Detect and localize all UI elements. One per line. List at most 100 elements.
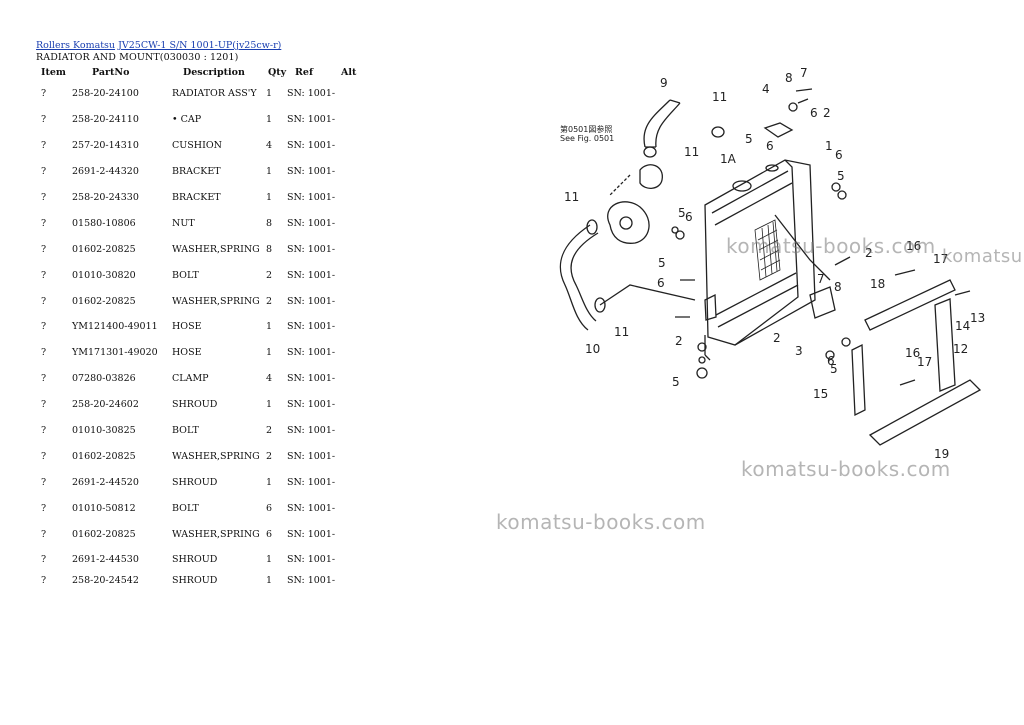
partno-cell: 257-20-14310	[72, 140, 139, 152]
callout-label: 11	[564, 190, 579, 204]
qty-cell: 1	[266, 347, 273, 359]
item-cell: ?	[41, 192, 47, 203]
qty-cell: 6	[266, 528, 273, 540]
description-cell: SHROUD	[172, 399, 218, 411]
item-cell: ?	[41, 373, 47, 385]
partno-cell: YM171301-49020	[72, 347, 158, 359]
ref-cell: SN: 1001-	[287, 114, 336, 126]
alt-cell	[341, 210, 361, 236]
alt-cell	[341, 418, 361, 444]
description-cell: BOLT	[172, 425, 199, 437]
col-header-alt: Alt	[341, 67, 357, 78]
callout-label: 1A	[720, 152, 737, 166]
qty-cell: 2	[266, 425, 273, 437]
callout-label: 10	[585, 342, 600, 356]
reference-note-jp: 第0501図参照	[560, 124, 612, 134]
qty-cell: 4	[266, 373, 273, 385]
item-cell: ?	[41, 554, 47, 566]
partno-cell: YM121400-49011	[72, 321, 158, 333]
item-cell: ?	[41, 243, 47, 255]
callout-label: 7	[817, 272, 825, 286]
ref-cell: SN: 1001-	[287, 88, 336, 100]
qty-cell: 1	[266, 114, 273, 126]
qty-cell: 1	[266, 476, 273, 488]
lower-hose	[559, 224, 599, 331]
description-cell: SHROUD	[172, 476, 218, 488]
callout-labels: 第0501図参照 See Fig. 0501	[560, 124, 614, 143]
callout-label: 2	[823, 106, 831, 120]
ref-cell: SN: 1001-	[287, 192, 336, 203]
ref-cell: SN: 1001-	[287, 399, 336, 411]
description-cell: SHROUD	[172, 554, 218, 566]
breadcrumb-link-model[interactable]: JV25CW-1 S/N 1001-UP(jv25cw-r)	[118, 40, 282, 51]
callout-label: 8	[834, 280, 842, 294]
partno-cell: 2691-2-44530	[72, 554, 139, 566]
radiator-mesh	[754, 219, 781, 281]
description-cell: WASHER,SPRING	[172, 243, 260, 255]
table-header-row: Item PartNo Description Qty Ref Alt	[36, 64, 361, 81]
partno-cell: 01602-20825	[72, 295, 136, 307]
col-header-partno: PartNo	[92, 67, 130, 78]
partno-cell: 01602-20825	[72, 528, 136, 540]
item-cell: ?	[41, 347, 47, 359]
ref-cell: SN: 1001-	[287, 450, 336, 462]
breadcrumb-link-category[interactable]: Rollers Komatsu	[36, 40, 116, 51]
callout-label: 6	[766, 139, 774, 153]
callout-label: 12	[953, 342, 968, 356]
ref-cell: SN: 1001-	[287, 269, 336, 281]
callout-label: 17	[933, 252, 948, 266]
partno-cell: 258-20-24100	[72, 88, 139, 100]
callout-label: 7	[800, 66, 808, 80]
callout-label: 11	[684, 145, 699, 159]
description-cell: HOSE	[172, 321, 202, 333]
callout-label: 19	[934, 447, 949, 461]
watermark-2: komatsu	[942, 246, 1023, 267]
qty-cell: 1	[266, 575, 273, 587]
ref-cell: SN: 1001-	[287, 528, 336, 540]
description-cell: WASHER,SPRING	[172, 295, 260, 307]
alt-cell	[341, 469, 361, 495]
item-cell: ?	[41, 140, 47, 152]
callout-label: 2	[865, 246, 873, 260]
qty-cell: 1	[266, 321, 273, 333]
alt-cell	[341, 392, 361, 418]
ref-cell: SN: 1001-	[287, 217, 336, 229]
partno-cell: 01602-20825	[72, 243, 136, 255]
ref-cell: SN: 1001-	[287, 476, 336, 488]
item-cell: ?	[41, 295, 47, 307]
callout-label: 16	[906, 239, 921, 253]
qty-cell: 1	[266, 554, 273, 566]
description-cell: BRACKET	[172, 166, 221, 178]
description-cell: RADIATOR ASS'Y	[172, 88, 257, 100]
shroud-18	[864, 279, 956, 331]
callout-label: 11	[614, 325, 629, 339]
breadcrumb: Rollers Komatsu JV25CW-1 S/N 1001-UP(jv2…	[36, 40, 281, 51]
qty-cell: 2	[266, 295, 273, 307]
partno-cell: 01010-30820	[72, 269, 136, 281]
page-title: RADIATOR AND MOUNT(030030 : 1201)	[36, 52, 239, 63]
shroud-19	[868, 379, 982, 446]
alt-cell	[341, 81, 361, 107]
callout-label: 13	[970, 311, 985, 325]
alt-cell	[341, 159, 361, 185]
col-header-item: Item	[41, 67, 66, 78]
partno-cell: 01602-20825	[72, 450, 136, 462]
qty-cell: 8	[266, 217, 273, 229]
qty-cell: 1	[266, 399, 273, 411]
item-cell: ?	[41, 269, 47, 281]
callout-label: 6	[657, 276, 665, 290]
